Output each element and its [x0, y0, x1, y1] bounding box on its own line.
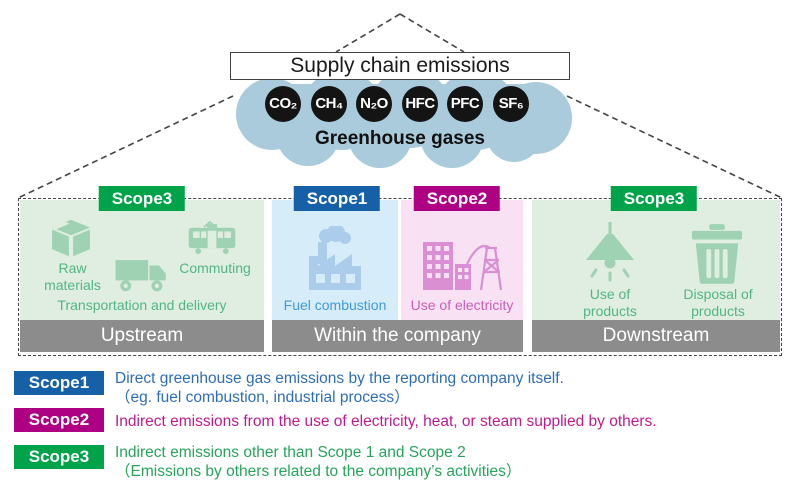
legend-scope1-line2: （eg. fuel combustion, industrial process…: [115, 389, 410, 406]
gas-chip-co2: CO₂: [265, 86, 301, 122]
within-company-bar: Within the company: [272, 320, 523, 352]
box-icon: [52, 219, 90, 257]
gas-chip-hfc: HFC: [402, 86, 438, 122]
scope1-panel-bg: Fuel combustion: [272, 200, 398, 320]
greenhouse-gases-label: Greenhouse gases: [314, 128, 486, 149]
disposal-of-products-label: Disposal of products: [683, 286, 753, 319]
transportation-label: Transportation and delivery: [57, 297, 227, 313]
tram-icon: [188, 220, 236, 254]
upstream-bar: Upstream: [20, 320, 264, 352]
raw-materials-label: Raw materials: [44, 260, 101, 293]
scope3-badge-upstream: Scope3: [98, 186, 186, 211]
supply-chain-title: Supply chain emissions: [230, 52, 570, 80]
upstream-panel-bg: Raw materials: [20, 200, 264, 320]
electricity-tower-icon: [423, 242, 503, 290]
legend-scope3-line1: Indirect emissions other than Scope 1 an…: [115, 444, 466, 461]
legend-scope1-line1: Direct greenhouse gas emissions by the r…: [115, 370, 564, 387]
commuting-label: Commuting: [179, 260, 251, 276]
use-of-products-label: Use of products: [583, 286, 637, 319]
legend-scope3-line2: （Emissions by others related to the comp…: [115, 463, 522, 480]
gas-chip-ch4: CH₄: [311, 86, 347, 122]
legend-scope2-line1: Indirect emissions from the use of elect…: [115, 413, 657, 430]
gas-chip-n2o: N₂O: [356, 86, 392, 122]
legend-scope2-badge: Scope2: [14, 408, 104, 432]
legend-scope1-badge: Scope1: [14, 371, 104, 395]
downstream-panel-bg: Use of products Disposal of products: [532, 200, 780, 320]
fuel-combustion-label: Fuel combustion: [283, 297, 387, 313]
gas-chip-sf6: SF₆: [493, 86, 529, 122]
downstream-bar: Downstream: [532, 320, 780, 352]
truck-icon: [115, 260, 166, 292]
lamp-icon: [586, 222, 634, 282]
scope2-badge: Scope2: [413, 186, 501, 211]
use-of-electricity-label: Use of electricity: [410, 297, 514, 313]
scope2-panel-bg: Use of electricity: [401, 200, 523, 320]
gas-chip-pfc: PFC: [447, 86, 483, 122]
scope3-badge-downstream: Scope3: [610, 186, 698, 211]
legend-scope3-badge: Scope3: [14, 445, 104, 469]
factory-icon: [309, 226, 361, 290]
trash-bin-icon: [691, 224, 743, 284]
scope1-badge: Scope1: [293, 186, 381, 211]
